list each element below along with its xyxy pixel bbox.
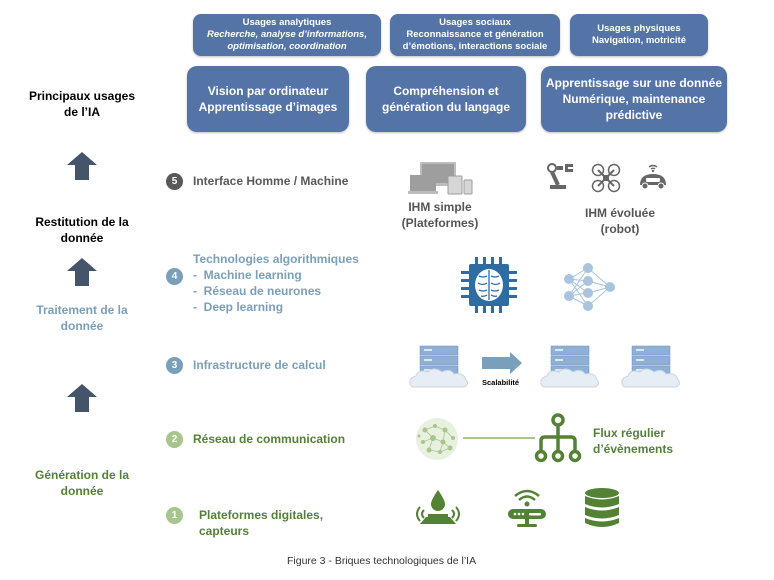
usage-box-vision: Vision par ordinateur Apprentissage d’im… [187,66,349,132]
step-number-badge: 1 [166,507,183,524]
step-label-line: Plateformes digitales, [199,508,324,522]
scalability-arrow-icon [482,352,522,374]
brain-chip-icon [461,257,517,313]
usage-line: Navigation, motricité [592,35,686,46]
ihm-evoluee-label: IHM évoluée (robot) [575,205,665,237]
arrow-up-icon [67,384,97,412]
flux-label: Flux régulier d’évènements [593,425,673,457]
connection-line [463,437,535,439]
step-list-item: - Deep learning [193,299,359,315]
wifi-router-icon [508,489,546,527]
cloud-server-icon [540,345,600,388]
label-principaux-usages: Principaux usages de l’IA [12,88,152,120]
box-line: Compréhension et [393,84,499,98]
usage-title: Usages analytiques [242,17,332,28]
usage-box-sociaux: Usages sociaux Reconnaissance et générat… [390,14,560,56]
label-restitution: Restitution de la donnée [12,214,152,246]
step-4-algorithmes: 4 Technologies algorithmiques - Machine … [166,251,359,315]
usage-line: optimisation, coordination [227,41,347,52]
robot-arm-icon [547,163,573,189]
usage-box-langage: Compréhension et génération du langage [366,66,526,132]
usage-title: Usages sociaux [439,17,511,28]
item-text: Deep learning [203,300,284,314]
scalability-label: Scalabilité [482,378,520,387]
step-number-badge: 2 [166,431,183,448]
label-line: Traitement de la [36,303,128,317]
figure-caption: Figure 3 - Briques technologiques de l’I… [287,555,477,567]
label-line: Génération de la [34,468,130,482]
box-line: prédictive [605,108,663,122]
step-label: Réseau de communication [193,432,346,446]
label-line: (Plateformes) [401,216,479,230]
label-line: (robot) [600,222,640,236]
step-label: Interface Homme / Machine [193,174,349,188]
drone-icon [591,163,621,193]
cloud-server-icon [621,345,681,388]
arrow-up-icon [67,258,97,286]
step-number-badge: 3 [166,357,183,374]
step-number-badge: 4 [166,268,183,285]
water-sensor-icon [416,490,460,524]
label-generation: Génération de la donnée [12,467,152,499]
usage-line: Recherche, analyse d’informations, [207,29,367,40]
ihm-simple-label: IHM simple (Plateformes) [395,199,485,231]
box-line: génération du langage [381,100,510,114]
bullet: - [193,268,197,282]
step-list-item: - Machine learning [193,267,359,283]
label-line: Principaux usages [28,89,136,103]
usage-box-physiques: Usages physiques Navigation, motricité [570,14,708,56]
label-line: donnée [60,231,104,245]
box-line: Numérique, maintenance [562,92,706,106]
step-5-ihm: 5 Interface Homme / Machine [166,173,348,190]
label-line: donnée [60,319,104,333]
step-title: Technologies algorithmiques [193,252,359,266]
step-1-plateformes: 1 Plateformes digitales, capteurs [166,507,323,539]
database-icon [585,488,619,527]
network-globe-icon [416,418,458,460]
autonomous-car-icon [640,164,666,190]
usage-box-numerique: Apprentissage sur une donnée Numérique, … [541,66,727,132]
arrow-up-icon [67,152,97,180]
label-line: IHM simple [408,200,472,214]
step-3-infrastructure: 3 Infrastructure de calcul [166,357,326,374]
devices-icon [408,162,473,195]
label-line: Restitution de la [35,215,129,229]
step-2-reseau: 2 Réseau de communication [166,431,345,448]
cloud-server-icon [409,345,469,388]
bullet: - [193,284,197,298]
neural-network-icon [564,263,615,311]
label-line: donnée [60,484,104,498]
label-line: de l’IA [63,105,100,119]
usage-line: Reconnaissance et génération [406,29,544,40]
label-line: d’évènements [593,442,674,456]
usage-title: Usages physiques [597,23,681,34]
label-traitement: Traitement de la donnée [12,302,152,334]
step-number-badge: 5 [166,173,183,190]
item-text: Réseau de neurones [203,284,322,298]
step-list-item: - Réseau de neurones [193,283,359,299]
item-text: Machine learning [203,268,302,282]
label-line: Flux régulier [593,426,666,440]
box-line: Vision par ordinateur [207,84,329,98]
step-label-line: capteurs [199,524,250,538]
box-line: Apprentissage d’images [198,100,338,114]
event-flow-icon [534,413,582,463]
usage-line: d’émotions, interactions sociale [402,41,548,52]
usage-box-analytiques: Usages analytiques Recherche, analyse d’… [193,14,381,56]
label-line: IHM évoluée [584,206,656,220]
step-label: Infrastructure de calcul [193,358,326,372]
bullet: - [193,300,197,314]
box-line: Apprentissage sur une donnée [545,76,723,90]
